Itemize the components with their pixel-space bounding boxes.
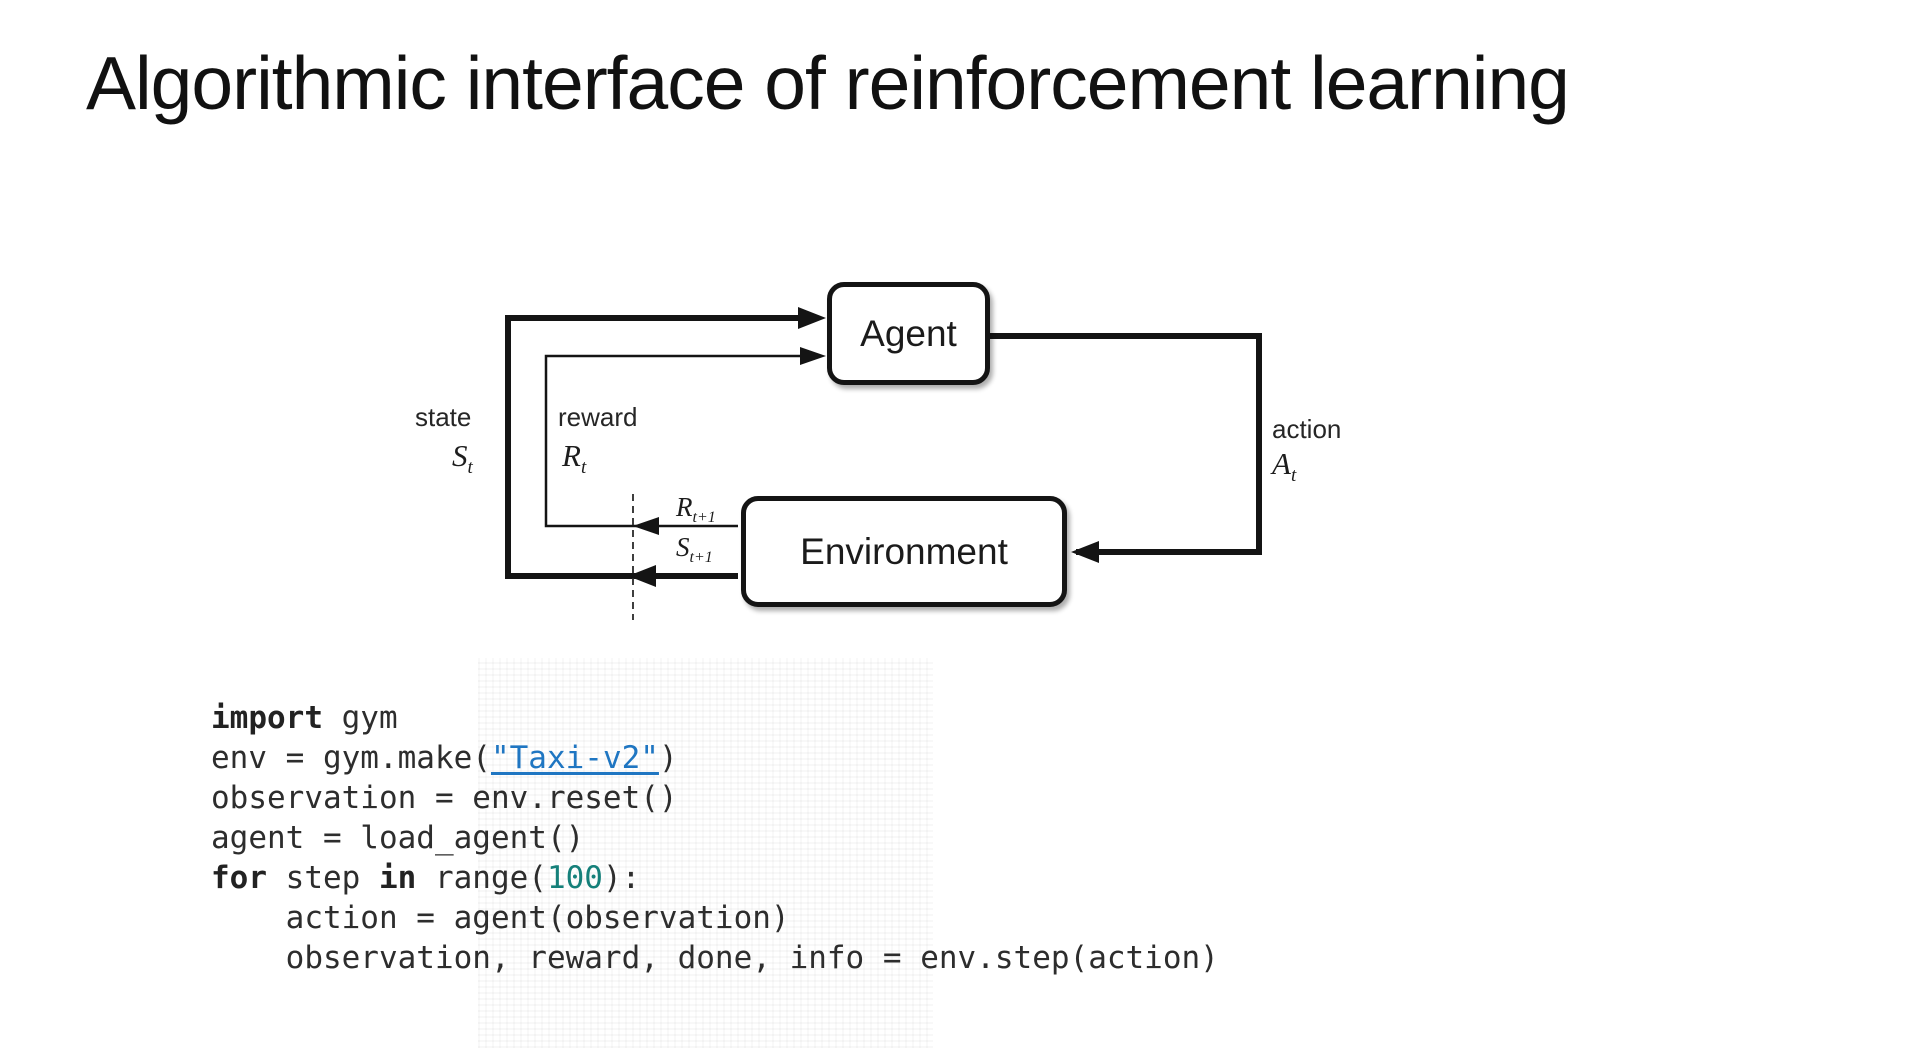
code-keyword: for bbox=[211, 860, 267, 896]
next-reward-arrowhead bbox=[633, 517, 659, 535]
code-token: step bbox=[267, 860, 379, 896]
next-state-symbol-base: S bbox=[676, 532, 690, 562]
action-label: action bbox=[1272, 414, 1342, 444]
code-line: observation = env.reset() bbox=[211, 778, 1219, 818]
code-line: agent = load_agent() bbox=[211, 818, 1219, 858]
code-token: observation, reward, done, info = env.st… bbox=[211, 940, 1219, 976]
state-symbol-base: S bbox=[452, 438, 468, 473]
action-arrowhead bbox=[1071, 541, 1099, 563]
reward-symbol-sub: t bbox=[580, 457, 587, 478]
state-loop-line bbox=[505, 315, 806, 579]
action-loop-line bbox=[990, 333, 1262, 555]
code-token: agent = load_agent() bbox=[211, 820, 585, 856]
agent-box-label: Agent bbox=[860, 312, 957, 354]
state-symbol-sub: t bbox=[467, 457, 473, 478]
code-line: action = agent(observation) bbox=[211, 898, 1219, 938]
state-symbol: St bbox=[452, 438, 473, 479]
state-label: state bbox=[415, 402, 472, 432]
reward-symbol: Rt bbox=[562, 438, 586, 479]
action-symbol: At bbox=[1272, 446, 1296, 487]
code-keyword: import bbox=[211, 700, 323, 736]
next-reward-symbol: Rt+1 bbox=[676, 492, 716, 527]
code-line: observation, reward, done, info = env.st… bbox=[211, 938, 1219, 978]
environment-box: Environment bbox=[741, 496, 1067, 607]
next-reward-symbol-sub: t+1 bbox=[692, 509, 716, 526]
code-keyword: in bbox=[378, 860, 417, 896]
code-token: env = gym.make( bbox=[211, 740, 491, 776]
code-line: for step in range(100): bbox=[211, 858, 1219, 898]
next-reward-symbol-base: R bbox=[676, 492, 693, 522]
reward-symbol-base: R bbox=[562, 438, 581, 473]
state-arrowhead bbox=[798, 307, 826, 329]
next-state-symbol-sub: t+1 bbox=[689, 549, 713, 566]
taxi-v2-link[interactable]: "Taxi-v2" bbox=[490, 740, 659, 776]
code-token-number: 100 bbox=[546, 860, 603, 896]
code-token: range( bbox=[416, 860, 547, 896]
code-token: ): bbox=[602, 860, 641, 896]
reward-label: reward bbox=[558, 402, 638, 432]
code-token: observation = env.reset() bbox=[211, 780, 678, 816]
next-state-symbol: St+1 bbox=[676, 532, 713, 567]
environment-box-label: Environment bbox=[800, 530, 1008, 572]
action-symbol-sub: t bbox=[1290, 465, 1297, 486]
background-texture bbox=[478, 658, 933, 1048]
code-token: action = agent(observation) bbox=[211, 900, 790, 936]
code-token: gym bbox=[322, 700, 398, 736]
code-line: env = gym.make("Taxi-v2") bbox=[211, 738, 1219, 778]
code-token: ) bbox=[658, 740, 678, 776]
next-state-arrowhead bbox=[628, 565, 656, 587]
action-symbol-base: A bbox=[1272, 446, 1291, 481]
reward-arrowhead bbox=[800, 347, 826, 365]
code-line: import gym bbox=[211, 698, 1219, 738]
page-title: Algorithmic interface of reinforcement l… bbox=[86, 41, 1570, 125]
code-block: import gym env = gym.make("Taxi-v2") obs… bbox=[211, 698, 1219, 978]
agent-box: Agent bbox=[827, 282, 990, 385]
